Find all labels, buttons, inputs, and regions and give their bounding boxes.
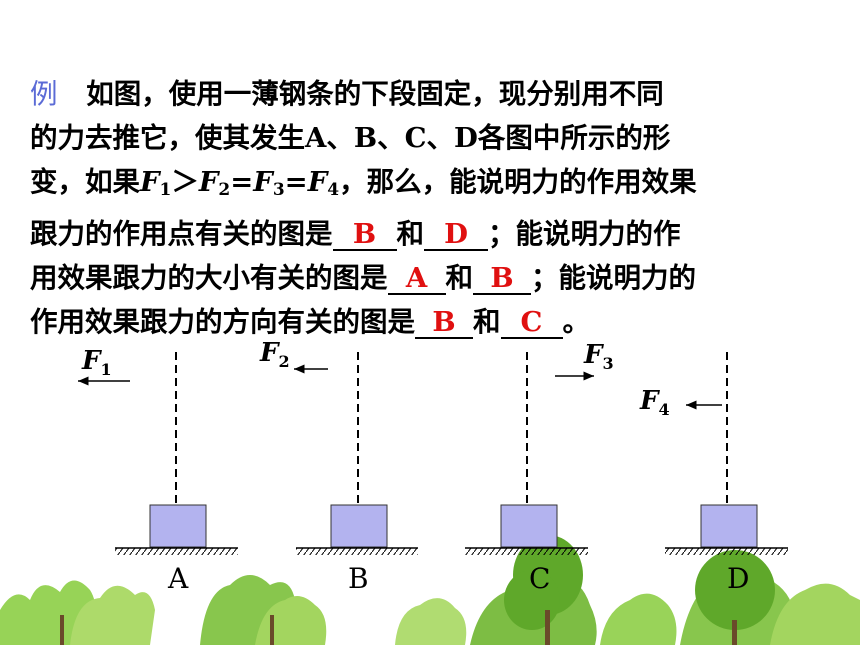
figure-c <box>465 352 594 555</box>
line4-and: 和 <box>396 218 425 250</box>
question-text: 例 如图，使用一薄钢条的下段固定，现分别用不同 的力去推它，使其发生A、B、C、… <box>30 72 840 344</box>
answer-blank-point-2: D <box>424 219 488 251</box>
formula-gt: ＞ <box>171 166 199 198</box>
figure-label-b: B <box>348 562 369 595</box>
formula-eq-2: = <box>284 166 308 198</box>
example-tag: 例 <box>30 78 58 110</box>
figure-b <box>294 352 418 555</box>
line5-and: 和 <box>445 262 474 294</box>
answer-blank-size-2: B <box>473 263 531 295</box>
formula-f2: F <box>198 166 219 198</box>
base-block-a <box>149 504 207 548</box>
force-label-f1: F1 <box>82 346 112 380</box>
formula-sub-1: 1 <box>159 180 172 200</box>
figure-a <box>78 352 238 555</box>
figure-label-d: D <box>727 562 750 595</box>
answer-blank-size-1: A <box>387 263 446 295</box>
figure-d <box>665 352 788 555</box>
line4-prefix: 跟力的作用点有关的图是 <box>30 218 333 250</box>
ground-hatch-a <box>115 548 238 555</box>
line5-prefix: 用效果跟力的大小有关的图是 <box>30 262 388 294</box>
question-line-2: 的力去推它，使其发生A、B、C、D各图中所示的形 <box>30 122 671 154</box>
question-line-3: 变，如果F1＞F2=F3=F4，那么，能说明力的作用效果 <box>30 160 840 212</box>
question-line-1-text: 如图，使用一薄钢条的下段固定，现分别用不同 <box>86 78 664 110</box>
answer-blank-point-1: B <box>332 219 397 251</box>
line4-suffix: ；能说明力的作 <box>488 218 681 250</box>
formula-sub-4: 4 <box>327 180 340 200</box>
ground-hatch-c <box>465 548 588 555</box>
formula-f4: F <box>307 166 328 198</box>
figure-label-a: A <box>168 562 189 595</box>
line6-and: 和 <box>473 306 501 338</box>
force-label-f2: F2 <box>260 338 290 372</box>
answer-blank-dir-1: B <box>415 307 473 339</box>
force-label-f3: F3 <box>584 340 614 374</box>
line3-suffix: ，那么，能说明力的作用效果 <box>339 166 697 198</box>
line6-suffix: 。 <box>562 306 591 338</box>
base-block-b <box>330 504 388 548</box>
answer-blank-dir-2: C <box>500 307 563 339</box>
formula-f3: F <box>253 166 273 198</box>
base-block-d <box>700 504 758 548</box>
base-block-c <box>500 504 558 548</box>
line3-prefix: 变，如果 <box>30 166 140 198</box>
question-line-1: 例 如图，使用一薄钢条的下段固定，现分别用不同 <box>30 72 840 116</box>
formula-sub-2: 2 <box>218 180 231 200</box>
line6-prefix: 作用效果跟力的方向有关的图是 <box>30 306 415 338</box>
ground-hatch-d <box>665 548 788 555</box>
line5-suffix: ；能说明力的 <box>531 262 696 294</box>
ground-hatch-b <box>296 548 418 555</box>
force-label-f4: F4 <box>640 386 670 420</box>
formula-sub-3: 3 <box>272 180 285 200</box>
figure-label-c: C <box>529 562 551 595</box>
formula-f1: F <box>140 166 160 198</box>
formula-eq-1: = <box>230 166 254 198</box>
